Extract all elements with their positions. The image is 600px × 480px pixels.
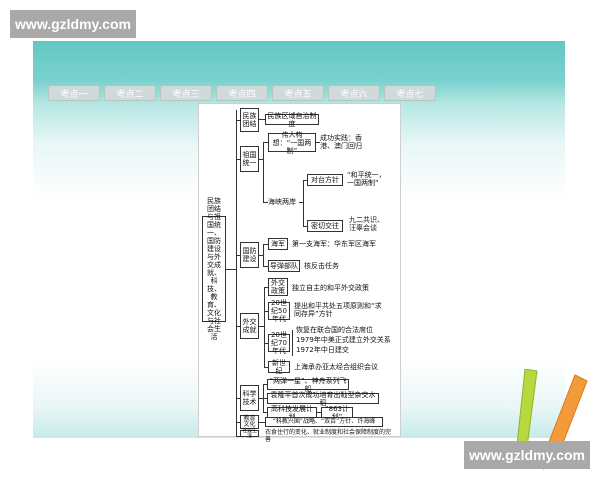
connector [259, 398, 263, 399]
connector [263, 202, 268, 203]
node-liangdan: “两弹一星”、神舟系列飞船 [267, 377, 349, 393]
text-haijun-detail: 第一支海军：华东军区海军 [292, 240, 376, 248]
slide: 考点一 考点二 考点三 考点四 考点五 考点六 考点七 民族团结与祖国统一、国防… [33, 41, 588, 471]
main-spine [236, 110, 237, 436]
connector [259, 326, 264, 327]
connector [264, 367, 268, 368]
text-shehui-detail: 衣食住行的变化、就业制度和社会保障制度的完善 [265, 429, 392, 443]
text-70s-japan: 1972年中日建交 [296, 346, 349, 354]
text-zhengce-detail: 独立自主的和平外交政策 [292, 284, 369, 292]
connector [263, 412, 267, 413]
connector [316, 142, 320, 143]
connector [236, 159, 240, 160]
connector [264, 287, 265, 367]
connector [236, 255, 240, 256]
node-keji: 科学技术 [240, 385, 259, 411]
tab-kaodian-1[interactable]: 考点一 [48, 85, 100, 101]
text-xinshiji-detail: 上海承办亚太经合组织会议 [294, 363, 378, 371]
connector [236, 398, 240, 399]
tab-kaodian-5[interactable]: 考点五 [272, 85, 324, 101]
tab-kaodian-4[interactable]: 考点四 [216, 85, 268, 101]
connector [264, 287, 268, 288]
tab-kaodian-3[interactable]: 考点三 [160, 85, 212, 101]
connector [303, 226, 307, 227]
connector [263, 398, 267, 399]
connector [303, 180, 304, 226]
text-liangan: 海峡两岸 [268, 198, 296, 206]
node-minzu-zizhi: 民族区域自治制度 [265, 112, 319, 128]
connector [259, 255, 263, 256]
node-daodan: 导弹部队 [268, 260, 300, 272]
connector [259, 159, 263, 160]
connector [263, 266, 268, 267]
connector [236, 120, 240, 121]
node-xinshiji: 新世纪 [268, 359, 290, 375]
text-daodan-detail: 核反击任务 [304, 262, 339, 270]
connector [299, 202, 303, 203]
root-node: 民族团结与祖国统一、国防建设与外交成就、科技、教育、文化与社会生活 [202, 197, 226, 341]
text-miqie-detail: 九二共识、汪辜会谈 [349, 216, 384, 232]
node-guofang: 国防建设 [240, 242, 259, 268]
node-waijiao: 外交成就 [240, 313, 259, 339]
watermark-top: www.gzldmy.com [10, 10, 136, 38]
node-weiren: 伟人构想：“一国两制” [268, 131, 316, 155]
connector [236, 422, 240, 423]
connector [263, 244, 264, 266]
connector [292, 330, 293, 356]
tab-kaodian-7[interactable]: 考点七 [384, 85, 436, 101]
node-zhengce: 外交政策 [268, 278, 288, 296]
node-duitai: 对台方针 [307, 174, 343, 186]
connector [263, 244, 268, 245]
text-70s-un-seat: 恢复在联合国的合法席位 [296, 326, 373, 334]
node-shehui: 社会生活 [240, 427, 259, 439]
text-50s-detail: 提出和平共处五项原则和“求同存异”方针 [294, 302, 382, 318]
connector [317, 412, 321, 413]
text-70s-us-relations: 1979年中美正式建立外交关系 [296, 336, 391, 344]
node-jiaoyu: 教育文化 [240, 415, 259, 429]
tab-kaodian-2[interactable]: 考点二 [104, 85, 156, 101]
tab-kaodian-6[interactable]: 考点六 [328, 85, 380, 101]
tab-bar: 考点一 考点二 考点三 考点四 考点五 考点六 考点七 [48, 85, 436, 101]
node-70s: 20世纪70年代 [268, 331, 290, 355]
node-miqie: 密切交往 [307, 220, 343, 232]
connector [263, 142, 268, 143]
connector [263, 384, 267, 385]
root-connector [225, 269, 236, 270]
text-tongyi-success: 成功实践：香港、澳门回归 [320, 134, 362, 150]
node-tongyi: 祖国统一 [240, 146, 259, 172]
node-haijun: 海军 [268, 238, 288, 250]
node-minzu: 民族团结 [240, 108, 259, 132]
connector [236, 436, 240, 437]
text-duitai-detail: “和平统一，一国两制” [347, 171, 386, 187]
connector [259, 422, 265, 423]
connector [259, 119, 265, 120]
connector [263, 142, 264, 202]
node-kejiao: “科教兴国”战略、“双百”方针、许海峰 [265, 417, 383, 427]
connector [264, 311, 268, 312]
node-yuan-longping: 袁隆平首次成功培育出籼型杂交水稻 [267, 391, 379, 407]
connector [236, 326, 240, 327]
connector [264, 343, 268, 344]
connector [303, 180, 307, 181]
node-50s: 20世纪50年代 [268, 299, 290, 323]
watermark-bottom: www.gzldmy.com [464, 441, 590, 469]
mindmap-sheet: 民族团结与祖国统一、国防建设与外交成就、科技、教育、文化与社会生活 民族团结 民… [198, 103, 401, 443]
